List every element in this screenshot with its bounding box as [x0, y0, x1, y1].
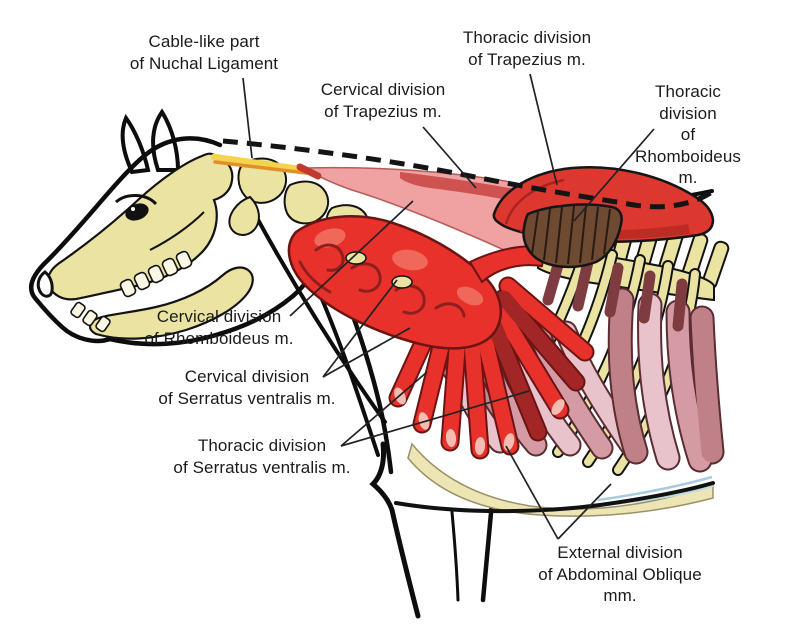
nuchal-ligament-cable: [210, 153, 322, 180]
label-rhomboideus-cervical: Cervical division of Rhomboideus m.: [144, 307, 294, 348]
label-nuchal-ligament: Cable-like part of Nuchal Ligament: [129, 32, 279, 73]
label-serratus-thoracic: Thoracic division of Serratus ventralis …: [173, 436, 351, 477]
skull: [36, 152, 254, 340]
costal-arch-band: [407, 442, 714, 517]
eye: [114, 194, 158, 221]
teeth: [70, 250, 193, 333]
belly-outline: [394, 481, 715, 514]
rhomboideus-thoracic-muscle: [522, 203, 623, 269]
leader-lines: [242, 73, 655, 540]
label-trapezius-cervical: Cervical division of Trapezius m.: [320, 80, 446, 121]
label-abdominal-oblique: External division of Abdominal Oblique m…: [538, 543, 702, 605]
label-trapezius-thoracic: Thoracic division of Trapezius m.: [462, 28, 592, 69]
label-rhomboideus-thoracic: Thoracic division of Rhomboideus m.: [635, 82, 741, 187]
label-serratus-cervical: Cervical division of Serratus ventralis …: [158, 367, 336, 408]
nuchal-ligament-dashed-line: [222, 138, 714, 210]
nostril: [36, 270, 54, 298]
